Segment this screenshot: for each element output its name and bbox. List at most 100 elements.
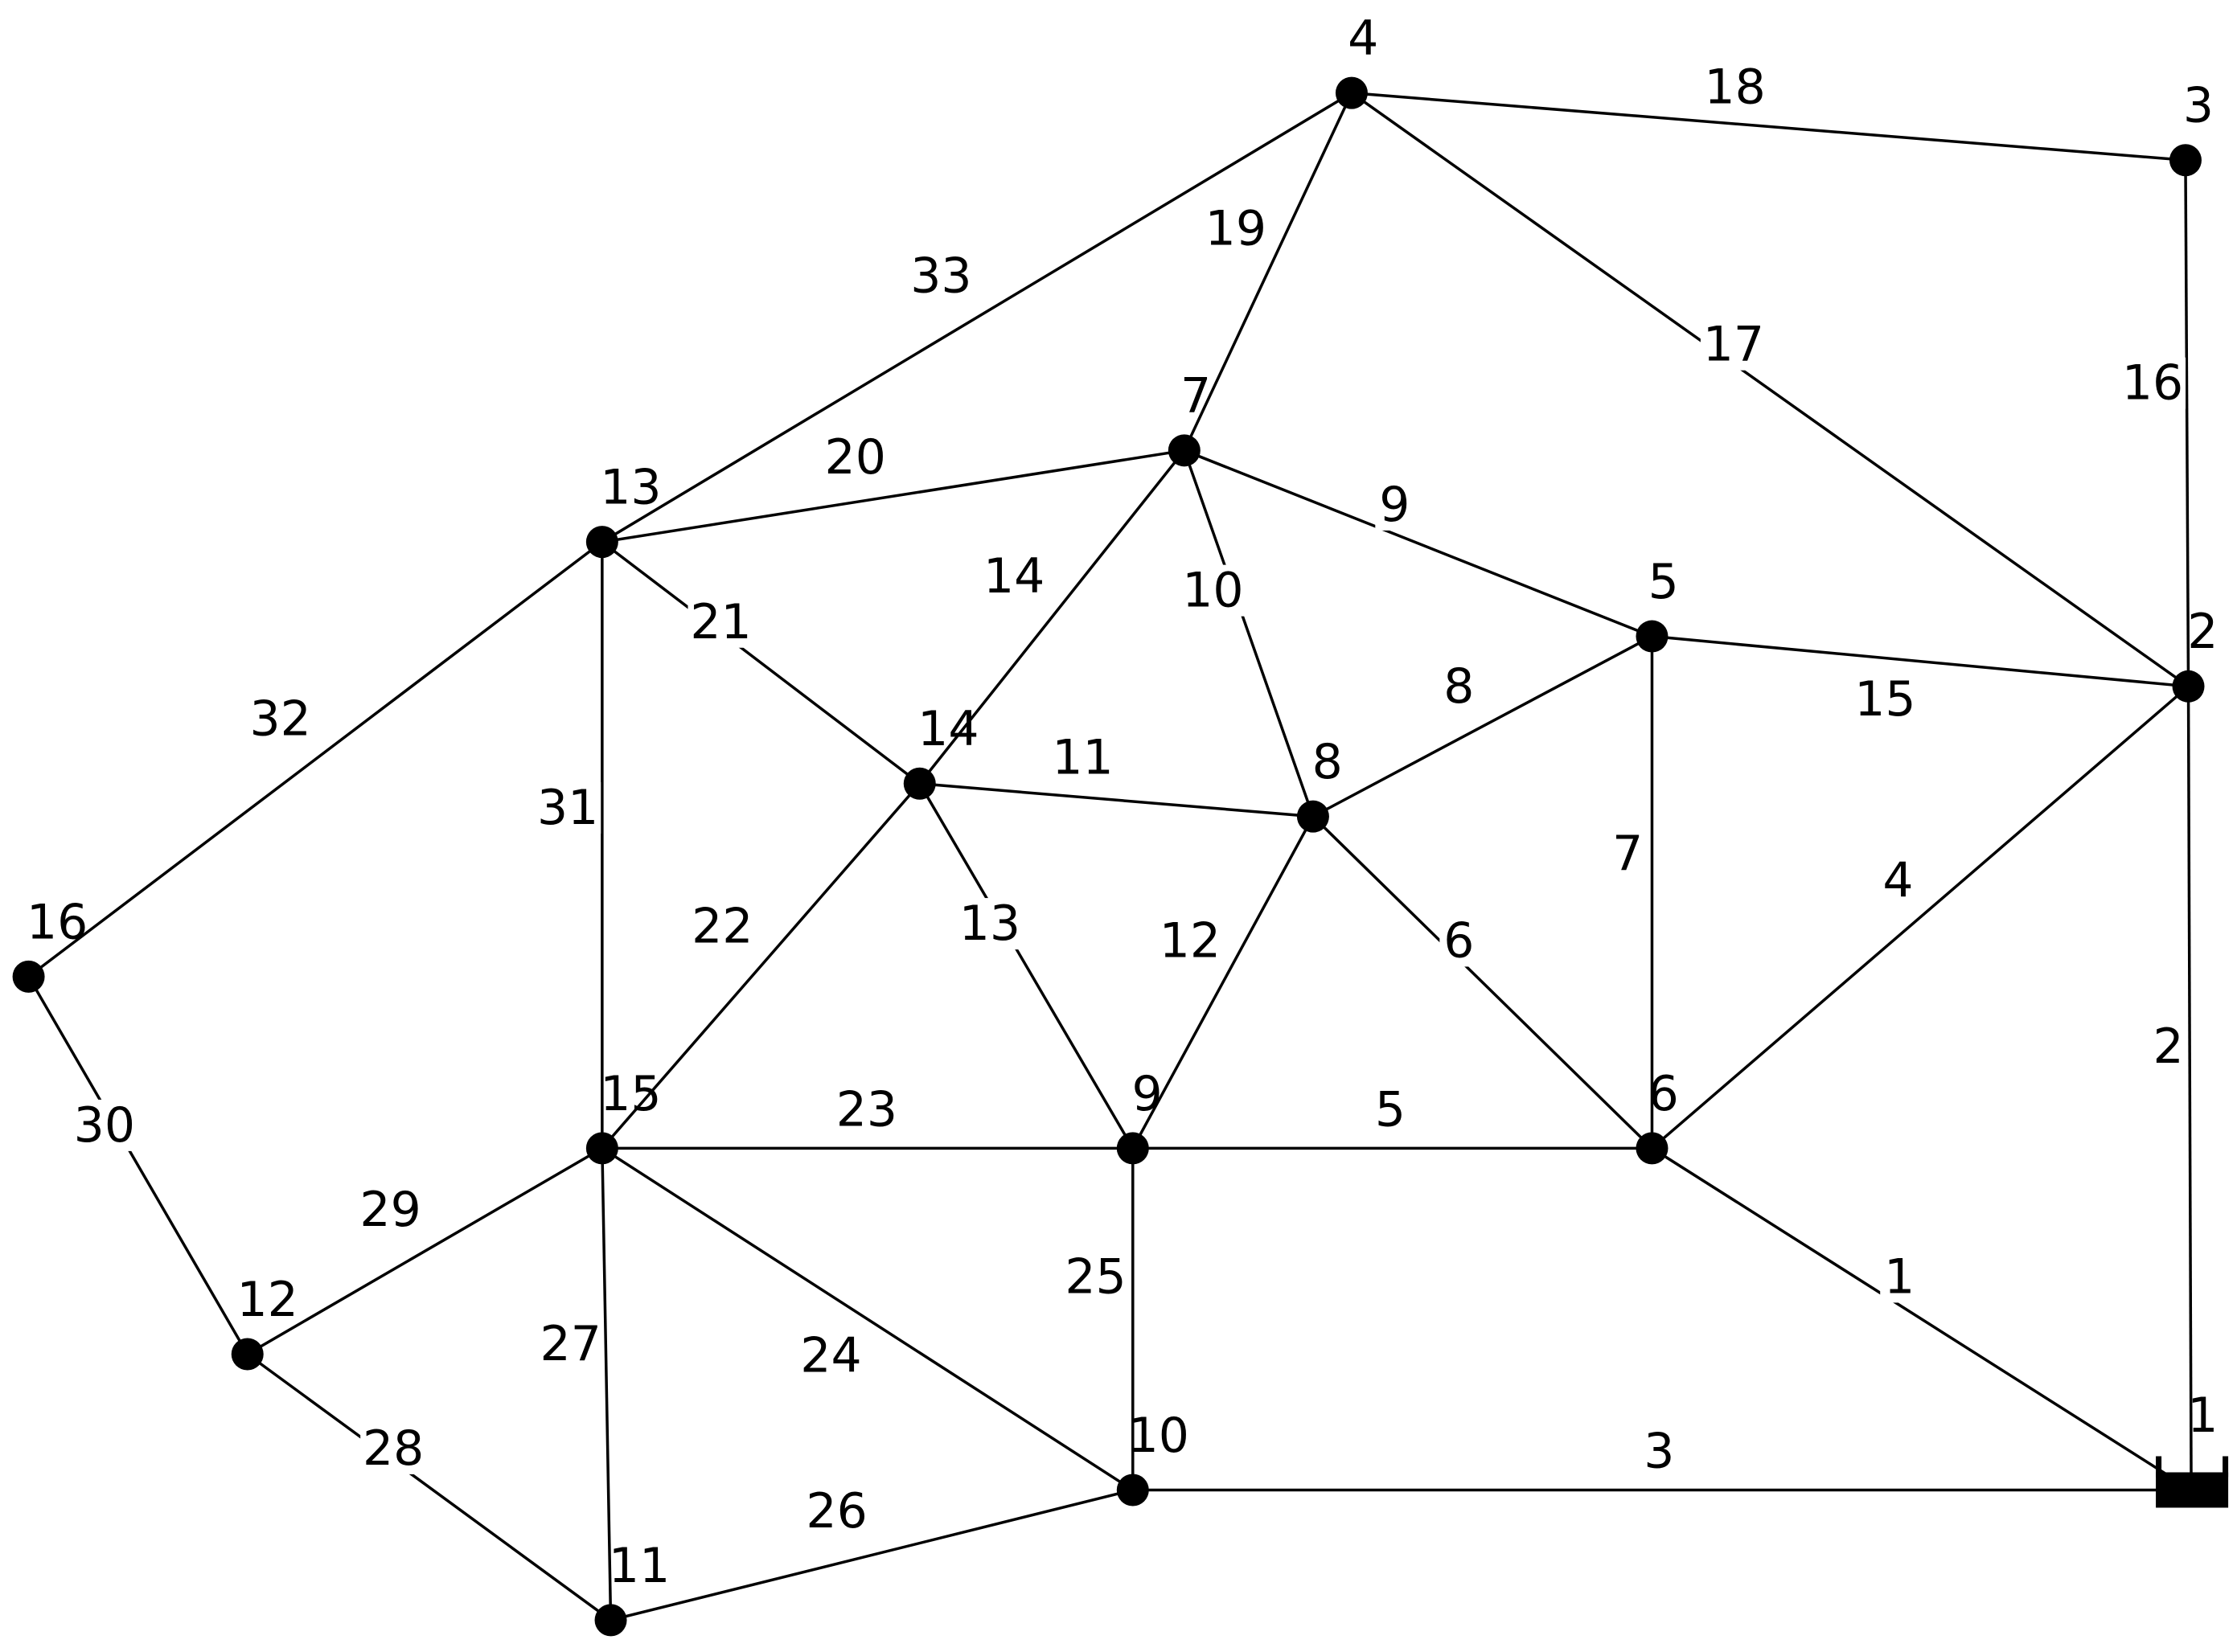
junction-node-7 — [1168, 434, 1201, 467]
pipe-label-7: 7 — [1608, 826, 1648, 882]
pipe-label-23: 23 — [833, 1081, 900, 1138]
pipe-label-text: 26 — [806, 1483, 867, 1539]
pipe-label-background — [803, 1486, 870, 1538]
pipe-label-29: 29 — [357, 1182, 424, 1238]
pipe-label-22: 22 — [689, 899, 756, 955]
pipe-label-text: 3 — [1644, 1423, 1674, 1479]
pipe-label-background — [688, 596, 754, 648]
nodes-layer — [12, 76, 2229, 1637]
pipe-label-text: 30 — [74, 1097, 135, 1154]
node-label-9: 9 — [1131, 1066, 1162, 1122]
pipe-label-background — [1439, 660, 1479, 712]
pipe-label-background — [1640, 1425, 1679, 1478]
pipe-label-text: 24 — [800, 1327, 861, 1383]
pipe-label-26: 26 — [803, 1483, 870, 1539]
pipe-label-1: 1 — [1880, 1248, 1919, 1305]
node-label-7: 7 — [1180, 368, 1211, 424]
pipe-label-background — [1852, 673, 1919, 725]
reservoir-icon — [2156, 1456, 2229, 1508]
pipe-label-background — [1049, 732, 1116, 784]
pipe-label-background — [1878, 855, 1918, 907]
pipe-edge-22 — [601, 782, 921, 1150]
node-label-10: 10 — [1128, 1408, 1189, 1464]
pipe-label-8: 8 — [1439, 658, 1479, 715]
pipe-label-text: 1 — [1884, 1248, 1915, 1305]
pipe-label-background — [1370, 1084, 1410, 1136]
pipe-label-32: 32 — [247, 691, 314, 748]
junction-node-5 — [1636, 620, 1669, 653]
pipe-edge-4 — [1651, 685, 2190, 1150]
junction-node-16 — [12, 960, 45, 993]
edge-labels-layer: 1234567891011121314151617181920212223242… — [71, 59, 2188, 1539]
pipe-label-21: 21 — [688, 594, 754, 650]
pipe-label-background — [981, 550, 1048, 602]
pipe-label-text: 10 — [1182, 563, 1243, 619]
pipe-label-text: 11 — [1052, 730, 1113, 786]
pipe-label-text: 15 — [1854, 671, 1915, 728]
pipe-label-text: 2 — [2153, 1019, 2184, 1075]
pipe-label-text: 20 — [825, 429, 886, 486]
pipe-label-25: 25 — [1062, 1248, 1129, 1305]
pipe-label-background — [822, 432, 889, 484]
reservoir-body — [2156, 1472, 2229, 1508]
pipe-label-text: 23 — [836, 1081, 897, 1138]
reservoir-right-wall — [2223, 1456, 2229, 1478]
pipe-edge-30 — [27, 976, 249, 1355]
node-label-11: 11 — [609, 1538, 670, 1594]
pipe-label-background — [689, 900, 756, 953]
node-label-4: 4 — [1348, 10, 1378, 67]
pipe-edge-9 — [1184, 449, 1653, 638]
junction-node-9 — [1116, 1132, 1149, 1165]
pipe-label-text: 31 — [537, 780, 598, 836]
pipe-label-background — [1202, 203, 1269, 255]
pipe-edge-10 — [1183, 449, 1315, 818]
pipe-edge-32 — [27, 540, 603, 978]
pipe-label-31: 31 — [535, 780, 601, 836]
pipe-label-background — [357, 1183, 424, 1236]
pipe-label-background — [1880, 1251, 1919, 1303]
pipe-label-27: 27 — [537, 1316, 604, 1372]
junction-node-10 — [1116, 1474, 1149, 1506]
pipe-label-19: 19 — [1202, 201, 1269, 257]
pipe-label-text: 22 — [692, 899, 753, 955]
pipe-label-text: 33 — [910, 248, 971, 304]
pipe-label-6: 6 — [1439, 912, 1479, 969]
pipe-label-text: 19 — [1205, 201, 1266, 257]
node-label-2: 2 — [2187, 604, 2218, 660]
pipe-label-15: 15 — [1852, 671, 1919, 728]
pipe-label-background — [908, 250, 975, 302]
pipe-edge-27 — [601, 1148, 613, 1621]
pipe-label-background — [1156, 915, 1223, 967]
junction-node-11 — [594, 1604, 627, 1637]
pipe-edge-8 — [1312, 635, 1653, 818]
pipe-label-12: 12 — [1156, 912, 1223, 969]
junction-node-13 — [585, 526, 618, 559]
pipe-label-background — [1700, 318, 1767, 371]
pipe-label-text: 7 — [1612, 826, 1643, 882]
pipe-label-20: 20 — [822, 429, 889, 486]
pipe-label-background — [535, 782, 601, 834]
pipe-label-30: 30 — [71, 1097, 138, 1154]
node-label-14: 14 — [917, 701, 979, 757]
pipe-label-text: 17 — [1703, 317, 1764, 373]
pipe-label-2: 2 — [2149, 1019, 2188, 1075]
pipe-label-11: 11 — [1049, 730, 1116, 786]
junction-node-6 — [1636, 1132, 1669, 1165]
pipe-edge-2 — [2186, 686, 2193, 1490]
pipe-label-text: 4 — [1882, 853, 1913, 909]
pipe-label-background — [1701, 61, 1768, 113]
junction-node-3 — [2169, 144, 2202, 177]
pipe-label-text: 25 — [1065, 1248, 1126, 1305]
node-label-8: 8 — [1312, 734, 1343, 790]
pipe-label-background — [956, 898, 1023, 950]
junction-node-15 — [585, 1132, 618, 1165]
pipe-label-background — [2149, 1021, 2188, 1073]
pipe-edge-11 — [919, 782, 1314, 818]
pipe-label-text: 18 — [1704, 59, 1765, 116]
pipe-label-33: 33 — [908, 248, 975, 304]
pipe-edge-14 — [918, 449, 1186, 785]
reservoir-left-wall — [2156, 1456, 2162, 1478]
node-label-13: 13 — [600, 460, 661, 516]
